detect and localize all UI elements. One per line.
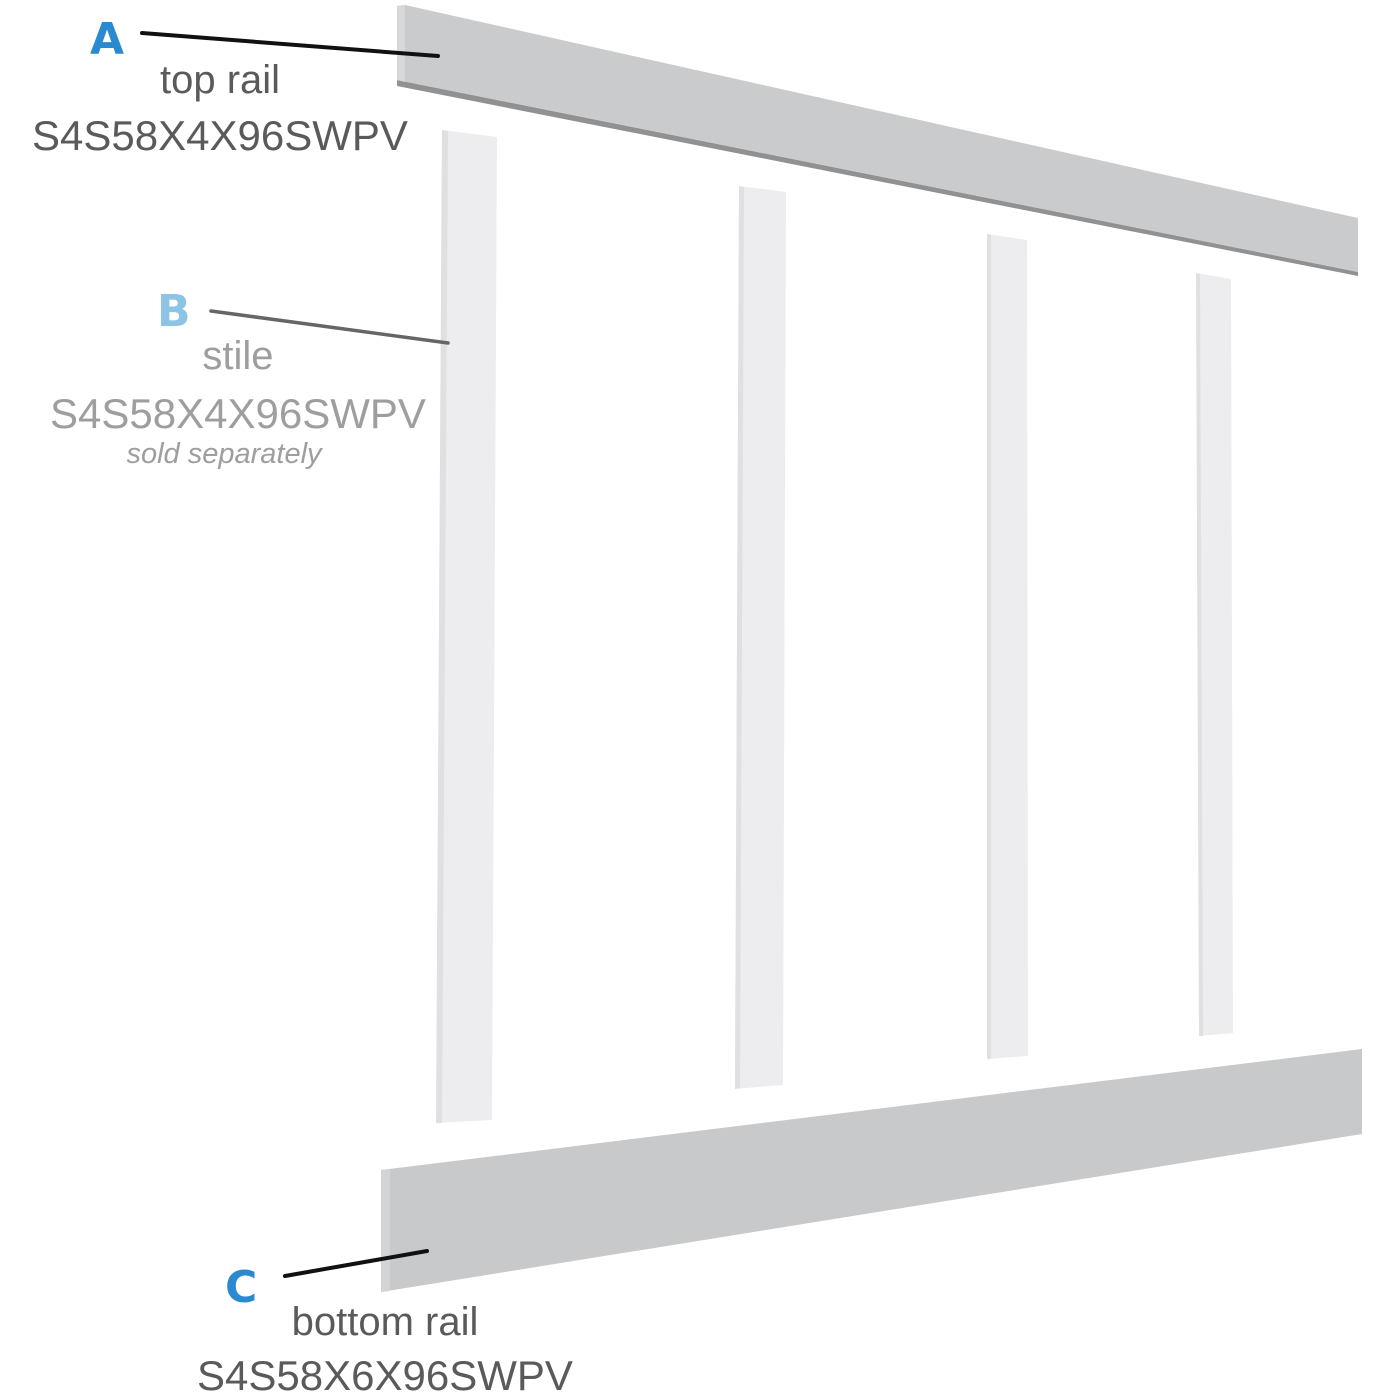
- stile-board-2: [735, 186, 786, 1089]
- part-name-stile: stile: [202, 334, 274, 378]
- stile-board-4: [1196, 273, 1233, 1036]
- top-rail-board: [397, 5, 1358, 276]
- part-name-bottom-rail: bottom rail: [291, 1300, 479, 1344]
- part-sku-bottom-rail: S4S58X6X96SWPV: [197, 1352, 573, 1399]
- stile-board-1: [436, 130, 497, 1123]
- part-name-top-rail: top rail: [159, 58, 281, 102]
- leader-line-a: [140, 31, 440, 58]
- part-note-stile: sold separately: [126, 438, 322, 470]
- stile-board-3: [987, 234, 1028, 1059]
- bottom-rail-board: [381, 1049, 1362, 1292]
- callout-letter-a: A: [90, 14, 125, 65]
- leader-line-c: [283, 1249, 429, 1278]
- part-sku-stile: S4S58X4X96SWPV: [50, 390, 426, 437]
- part-sku-top-rail: S4S58X4X96SWPV: [32, 112, 408, 159]
- leader-line-b: [209, 309, 450, 345]
- callout-letter-b: B: [157, 286, 191, 337]
- callout-letter-c: C: [225, 1262, 258, 1313]
